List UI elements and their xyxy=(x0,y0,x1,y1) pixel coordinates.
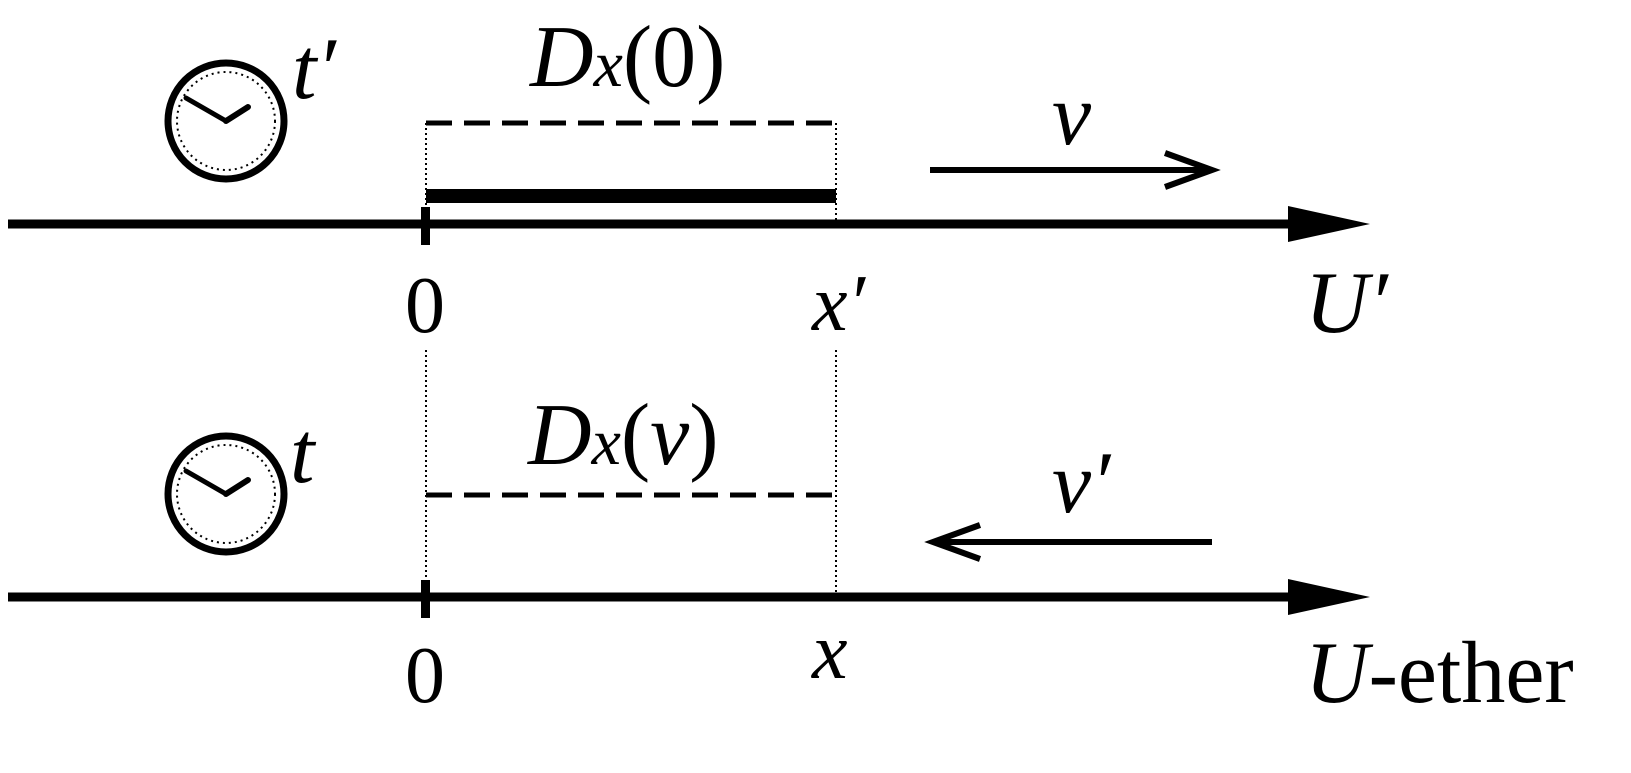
axis-suffix: -ether xyxy=(1368,625,1574,722)
ether-origin-label: 0 xyxy=(405,632,445,720)
ether-velocity-label: v′ xyxy=(1052,435,1111,532)
length-argument-open: ( xyxy=(620,387,651,484)
arrow-icon xyxy=(924,522,1212,562)
moving-origin-tick xyxy=(421,207,430,245)
ether-frame xyxy=(8,350,1370,618)
moving-velocity-label: v xyxy=(1052,67,1092,164)
length-argument: (0) xyxy=(622,9,726,106)
moving-frame-axis-arrowhead xyxy=(1288,206,1370,242)
axis-variable: U xyxy=(1305,625,1369,722)
ether-position-label: x xyxy=(812,608,848,696)
moving-axis-label: U′ xyxy=(1305,255,1388,352)
arrow-icon xyxy=(930,150,1221,190)
ether-origin-tick xyxy=(421,580,430,618)
length-symbol: D xyxy=(528,387,592,484)
clock-icon xyxy=(164,432,288,556)
moving-clock-label: t′ xyxy=(292,21,336,118)
length-symbol: D xyxy=(530,9,594,106)
clock-icon xyxy=(164,59,288,183)
ether-axis-label: U-ether xyxy=(1305,630,1574,718)
length-argument-var: v xyxy=(650,387,690,484)
moving-frame xyxy=(8,59,1370,245)
moving-length-label: Dx(0) xyxy=(530,14,725,102)
moving-origin-label: 0 xyxy=(405,262,445,350)
length-subscript: x xyxy=(591,406,621,479)
length-argument-close: ) xyxy=(689,387,719,484)
ether-clock-label: t xyxy=(290,405,315,502)
moving-position-label: x′ xyxy=(812,260,866,348)
ether-frame-axis-arrowhead xyxy=(1288,579,1370,615)
ether-length-label: Dx(v) xyxy=(528,392,719,480)
length-subscript: x xyxy=(593,28,623,101)
